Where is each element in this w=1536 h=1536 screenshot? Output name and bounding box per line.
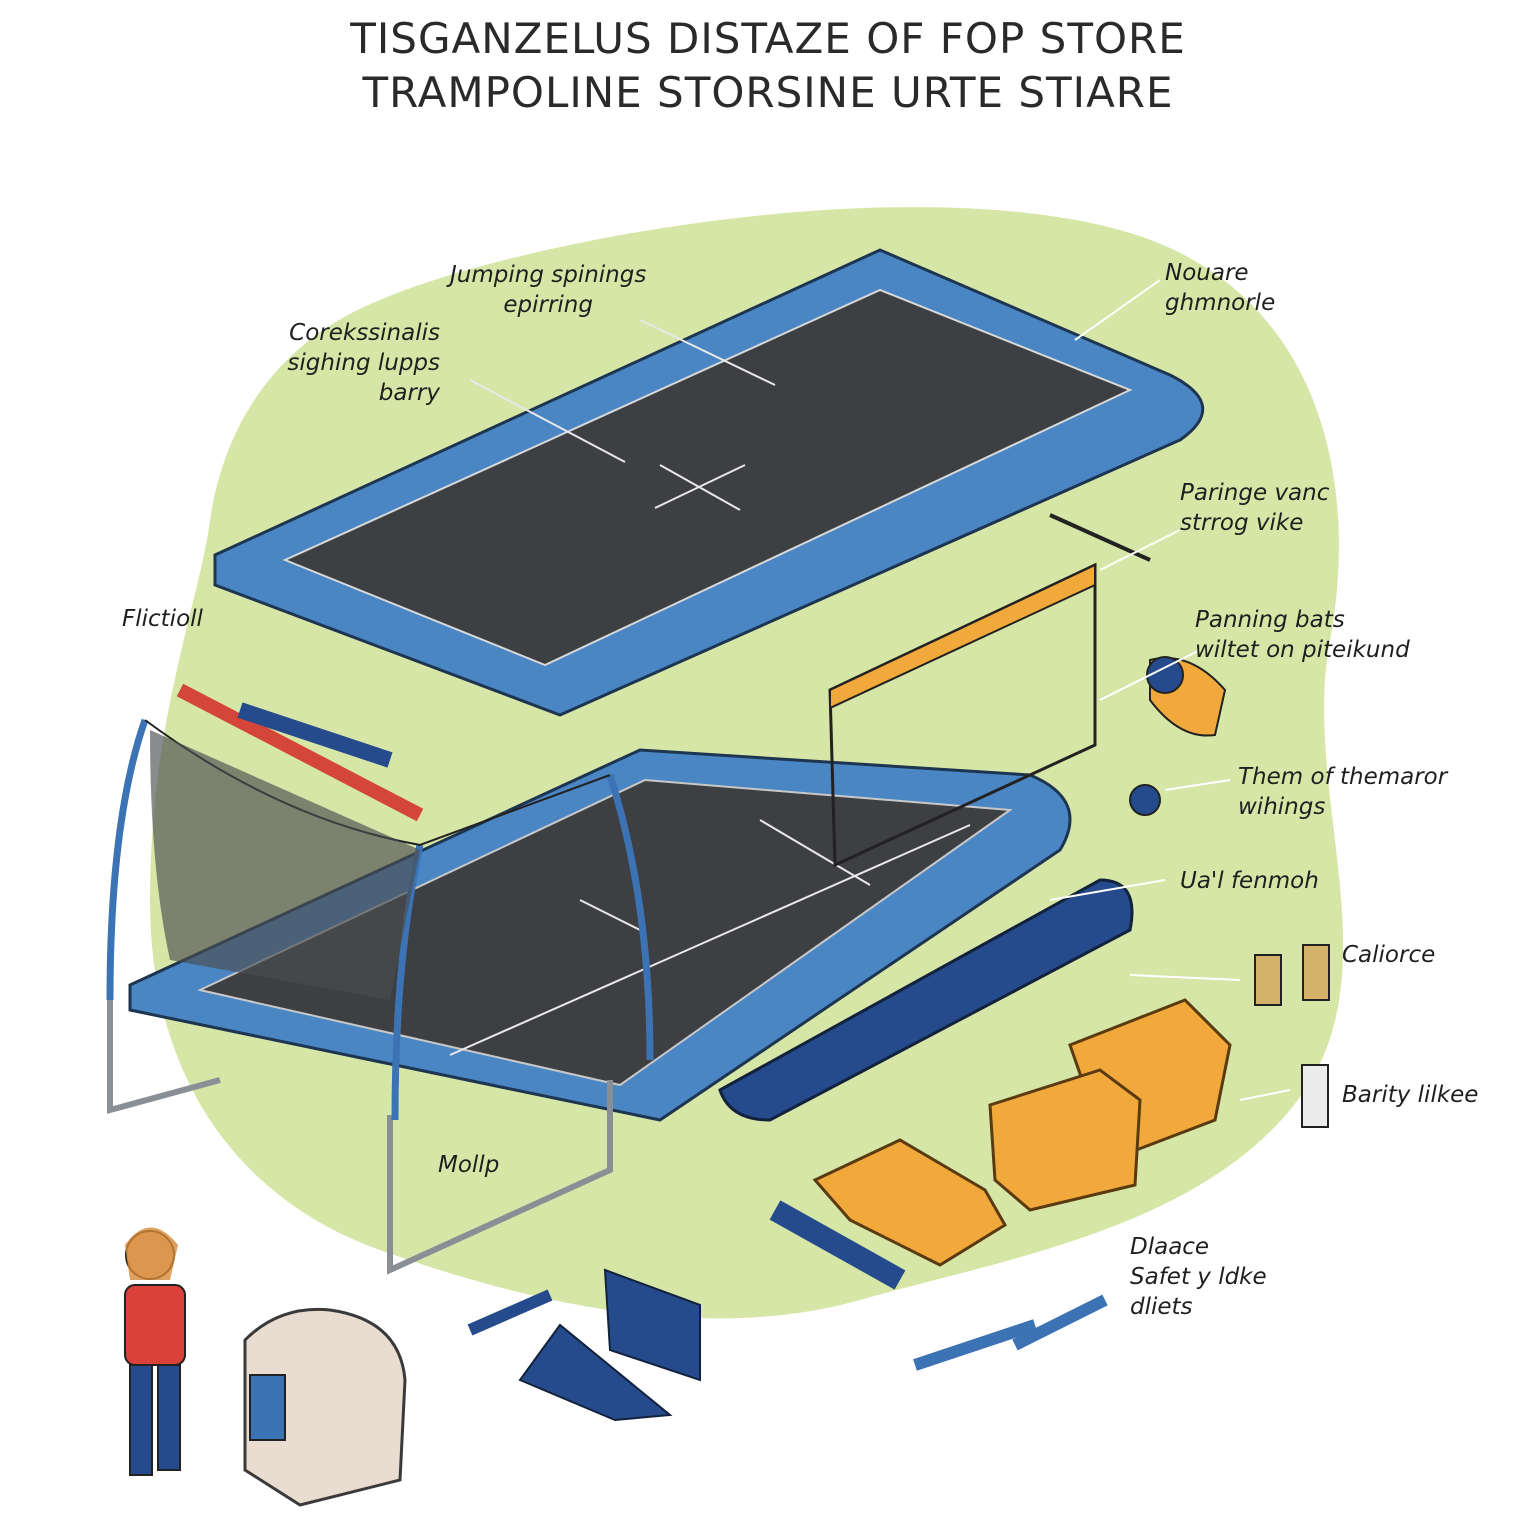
title-line-1: TISGANZELUS DISTAZE OF FOP STORE: [350, 14, 1186, 63]
storage-bin: [243, 1307, 407, 1507]
title-line-2: TRAMPOLINE STORSINE URTE STIARE: [362, 68, 1174, 117]
net-panel: [828, 513, 1151, 868]
rolled-cover: [718, 878, 1134, 1122]
label-flictioll: Flictioll: [122, 606, 203, 632]
storage-boxes: [812, 998, 1232, 1267]
label-barity: Barity lilkee: [1342, 1082, 1479, 1108]
storage-bin-window: [249, 1374, 286, 1441]
label-uafen: Ua'l fenmoh: [1180, 868, 1319, 894]
small-parts: [176, 656, 1330, 1128]
label-caliorce: Caliorce: [1342, 942, 1436, 968]
label-mollp: Mollp: [438, 1152, 500, 1178]
leader-lines: [149, 279, 1291, 1301]
person-figure: [124, 1227, 186, 1476]
upper-trampoline: [213, 248, 1205, 717]
loose-rods: [467, 1200, 1108, 1422]
